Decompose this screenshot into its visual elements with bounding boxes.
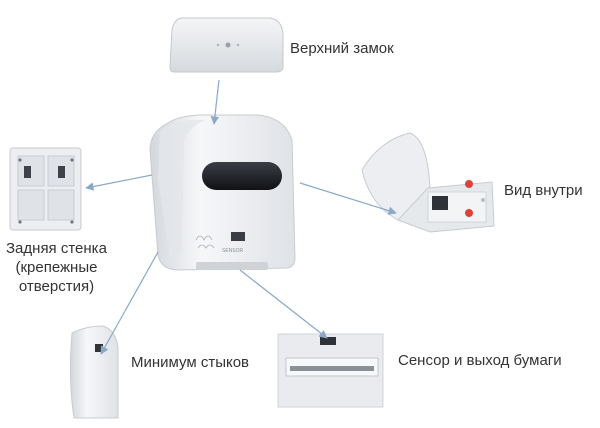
label-min-joints: Минимум стыков: [131, 354, 250, 371]
arrow-side: [100, 251, 159, 355]
arrow-inside: [299, 182, 397, 215]
arrow-sensor: [239, 269, 328, 339]
label-back-wall: Задняя стенка (крепежные отверстия): [6, 239, 107, 296]
viewing-window: [202, 162, 282, 190]
sensor-window: [231, 232, 245, 241]
sensor-print: SENSOR: [222, 248, 244, 254]
label-inside-view: Вид внутри: [504, 182, 583, 199]
sensor-exit-image: [277, 333, 384, 408]
label-back-wall-line1: Задняя стенка: [6, 240, 107, 257]
side-view-image: [69, 325, 119, 419]
label-back-wall-line2: (крепежные: [15, 259, 98, 276]
inside-view-image: [361, 132, 495, 233]
back-wall-image: [9, 147, 82, 231]
label-back-wall-line3: отверстия): [18, 278, 95, 295]
arrow-back: [85, 174, 153, 191]
label-top-lock: Верхний замок: [290, 40, 394, 57]
top-lock-image: [169, 17, 284, 73]
label-sensor-exit: Сенсор и выход бумаги: [398, 352, 562, 369]
arrow-top: [210, 79, 220, 125]
main-dispenser-image: SENSOR: [149, 114, 296, 271]
